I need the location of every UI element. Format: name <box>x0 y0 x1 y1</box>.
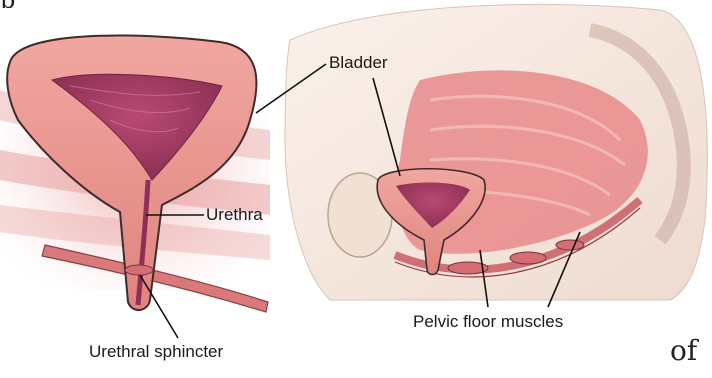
cropped-top-text: p <box>0 0 90 8</box>
bladder-label: Bladder <box>329 53 388 73</box>
left-sphincter <box>125 265 153 275</box>
urethral-sphincter-label: Urethral sphincter <box>89 342 223 362</box>
right-body-view <box>285 4 707 300</box>
pelvic-floor-muscles-label: Pelvic floor muscles <box>413 312 563 332</box>
trailing-word: of <box>670 334 697 367</box>
urethra-label: Urethra <box>206 205 263 225</box>
